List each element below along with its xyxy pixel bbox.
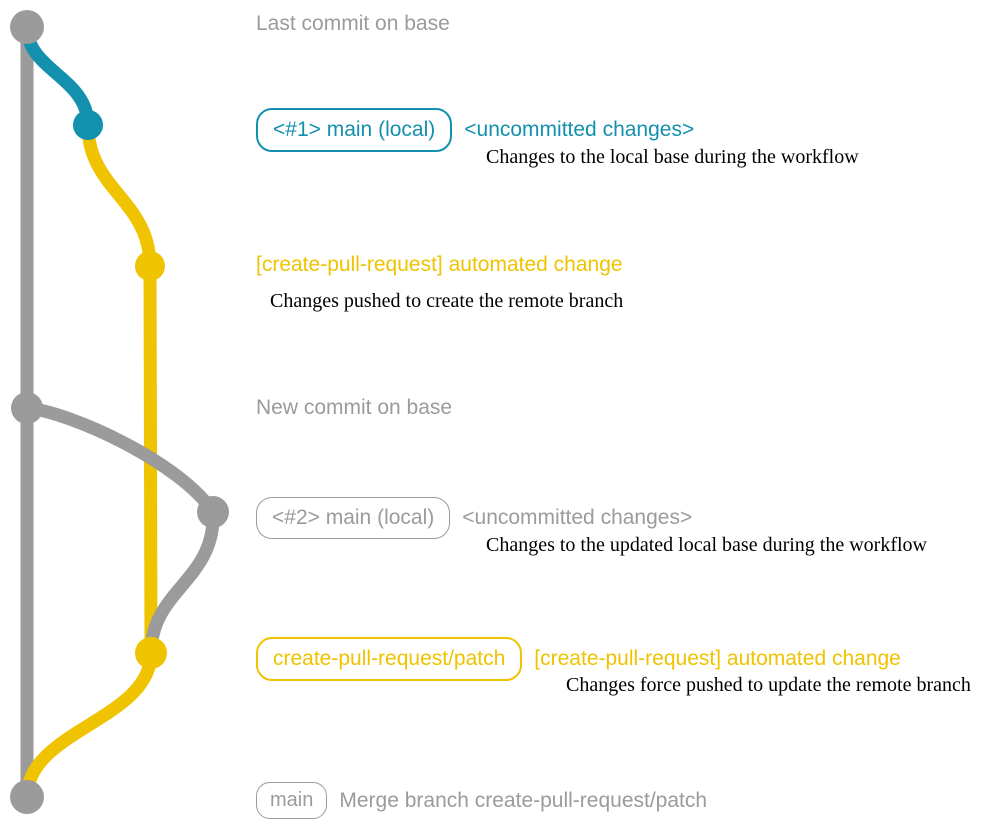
commit-title: [create-pull-request] automated change [256, 253, 623, 276]
edge-local-main-1-to-patch-1 [81, 118, 157, 273]
commit-title: <uncommitted changes> [462, 506, 693, 530]
commit-title: <uncommitted changes> [464, 118, 695, 142]
local-main-1-node [73, 110, 103, 140]
edge-base-new-to-local-main-2 [20, 401, 220, 519]
commit-description: Changes pushed to create the remote bran… [270, 290, 624, 312]
commit-title: [create-pull-request] automated change [534, 647, 901, 671]
edge-local-main-2-to-patch-2 [144, 505, 220, 660]
commit-row-automated-change-1: [create-pull-request] automated change [256, 253, 623, 276]
commit-row-local-main-1: <#1> main (local) <uncommitted changes> [256, 108, 694, 152]
commit-row-automated-change-2: create-pull-request/patch [create-pull-r… [256, 637, 901, 681]
branch-ref-chip[interactable]: main [256, 782, 328, 819]
local-main-2-node [197, 496, 229, 528]
commit-row-merge-commit: main Merge branch create-pull-request/pa… [256, 782, 707, 819]
edge-base-to-local-main-1 [20, 20, 95, 132]
patch-commit-1-node [135, 251, 165, 281]
patch-commit-2-node [135, 637, 167, 669]
commit-row-last-commit-on-base: Last commit on base [256, 12, 450, 35]
commit-description: Changes to the local base during the wor… [486, 146, 859, 168]
base-new-commit-node [11, 392, 43, 424]
commit-description: Changes to the updated local base during… [486, 534, 927, 556]
commit-title: Last commit on base [256, 12, 450, 35]
base-head-node [10, 10, 44, 44]
merge-commit-node [10, 780, 44, 814]
edge-patch-2-to-merge [20, 646, 158, 804]
branch-ref-chip[interactable]: <#1> main (local) [256, 108, 453, 152]
commit-row-local-main-2: <#2> main (local) <uncommitted changes> [256, 497, 692, 539]
commit-title: New commit on base [256, 396, 453, 419]
branch-ref-chip[interactable]: create-pull-request/patch [256, 637, 523, 681]
branch-ref-chip[interactable]: <#2> main (local) [256, 497, 451, 539]
commit-row-new-commit-on-base: New commit on base [256, 396, 452, 419]
commit-title: Merge branch create-pull-request/patch [339, 788, 708, 812]
commit-description: Changes force pushed to update the remot… [566, 674, 971, 696]
